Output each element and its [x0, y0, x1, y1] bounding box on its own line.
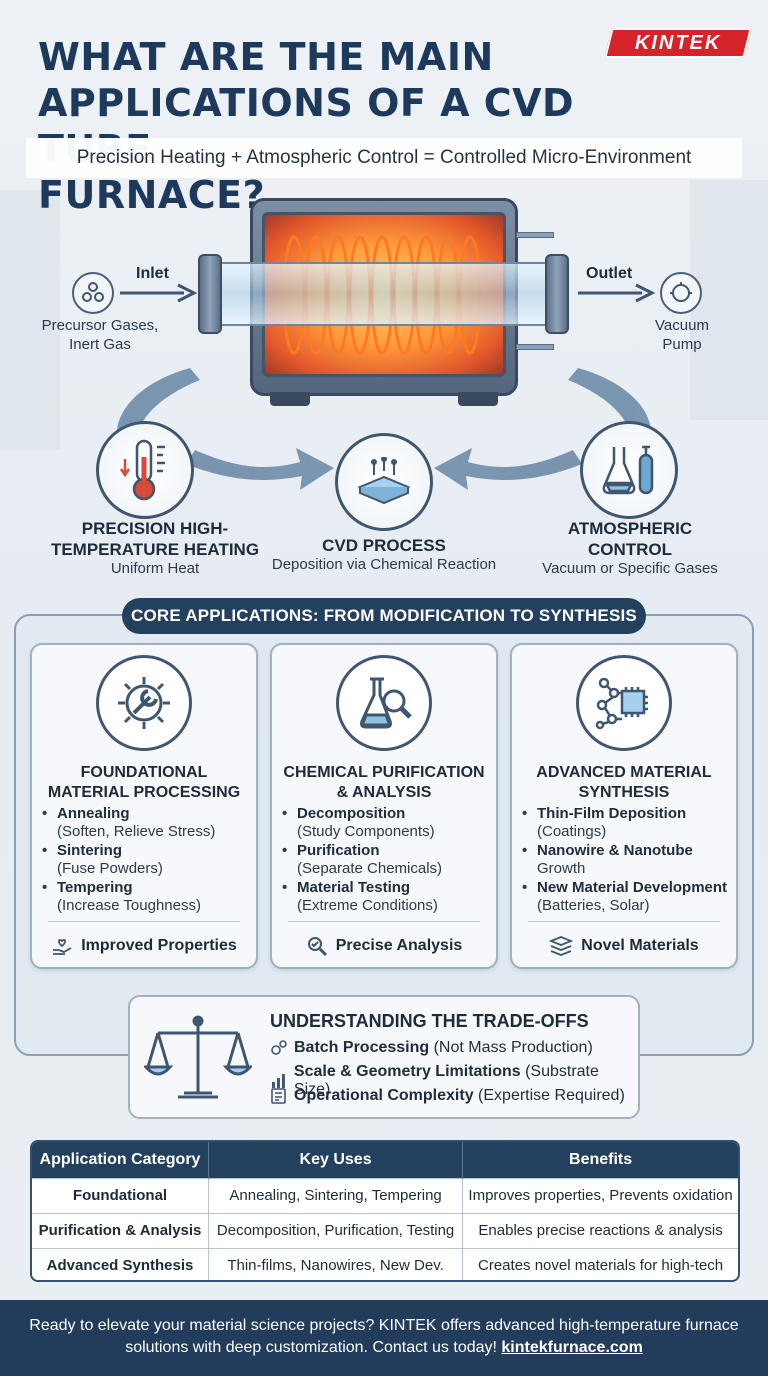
balance-scale-icon	[144, 1015, 252, 1099]
card-divider	[288, 921, 480, 922]
table-header: Key Uses	[208, 1142, 464, 1178]
table-cell: Purification & Analysis	[32, 1212, 209, 1248]
table-header-row: Application Category Key Uses Benefits	[32, 1142, 738, 1178]
core-applications-heading: CORE APPLICATIONS: FROM MODIFICATION TO …	[122, 598, 646, 634]
card-footer: Novel Materials	[512, 931, 736, 961]
list-item: Sintering(Fuse Powders)	[42, 842, 250, 878]
gas-inlet-icon	[72, 272, 114, 314]
summary-table: Application Category Key Uses Benefits F…	[30, 1140, 740, 1282]
subtitle: Precision Heating + Atmospheric Control …	[26, 138, 742, 178]
table-cell: Advanced Synthesis	[32, 1247, 209, 1280]
list-item: Purification(Separate Chemicals)	[282, 842, 490, 878]
bottom-pipe	[516, 344, 554, 350]
website-link[interactable]: kintekfurnace.com	[501, 1339, 643, 1356]
outlet-arrow	[578, 283, 656, 303]
card-footer: Improved Properties	[32, 931, 256, 961]
table-cell: Creates novel materials for high-tech	[462, 1247, 738, 1280]
tradeoff-row: Batch Processing (Not Mass Production)	[270, 1039, 593, 1057]
quartz-tube	[208, 262, 558, 326]
tradeoff-row: Scale & Geometry Limitations (Substrate …	[270, 1063, 638, 1099]
list-item: Thin-Film Deposition(Coatings)	[522, 805, 730, 841]
list-item: Annealing(Soften, Relieve Stress)	[42, 805, 250, 841]
node-title-heating: PRECISION HIGH- TEMPERATURE HEATING	[50, 519, 260, 559]
bar-chart-icon	[271, 1074, 285, 1088]
furnace-foot-right	[458, 392, 498, 406]
node-title-cvd: CVD PROCESS	[322, 536, 446, 555]
table-cell: Foundational	[32, 1177, 209, 1213]
tradeoff-detail: (Not Mass Production)	[429, 1039, 593, 1056]
card-item-list: Annealing(Soften, Relieve Stress) Sinter…	[42, 805, 250, 916]
card-footer-label: Novel Materials	[581, 937, 699, 954]
vacuum-pump-icon	[660, 272, 702, 314]
card-title: FOUNDATIONAL MATERIAL PROCESSING	[47, 764, 241, 801]
footer-cta: Ready to elevate your material science p…	[0, 1300, 768, 1376]
inlet-arrow	[120, 283, 198, 303]
flask-magnifier-icon	[336, 655, 432, 751]
table-row: Purification & Analysis Decomposition, P…	[32, 1212, 738, 1248]
card-footer-label: Improved Properties	[81, 937, 237, 954]
layers-icon	[549, 936, 574, 956]
table-header: Benefits	[462, 1142, 738, 1178]
table-cell: Decomposition, Purification, Testing	[208, 1212, 464, 1248]
list-item: Material Testing(Extreme Conditions)	[282, 879, 490, 915]
card-item-list: Thin-Film Deposition(Coatings) Nanowire …	[522, 805, 730, 916]
card-item-list: Decomposition(Study Components) Purifica…	[282, 805, 490, 916]
magnifier-icon	[307, 937, 327, 957]
tradeoffs-title: UNDERSTANDING THE TRADE-OFFS	[270, 1011, 589, 1031]
table-row: Advanced Synthesis Thin-films, Nanowires…	[32, 1247, 738, 1280]
inlet-description: Precursor Gases, Inert Gas	[41, 317, 159, 353]
table-cell: Annealing, Sintering, Tempering	[208, 1177, 464, 1213]
tradeoff-detail: (Expertise Required)	[473, 1087, 625, 1104]
table-cell: Improves properties, Prevents oxidation	[462, 1177, 738, 1213]
card-divider	[528, 921, 720, 922]
node-title-atmosphere: ATMOSPHERIC CONTROL	[567, 519, 693, 559]
card-footer: Precise Analysis	[272, 931, 496, 961]
table-header: Application Category	[32, 1142, 209, 1178]
tradeoffs-box: UNDERSTANDING THE TRADE-OFFS Batch Proce…	[128, 995, 640, 1119]
right-flange	[545, 254, 569, 334]
table-row: Foundational Annealing, Sintering, Tempe…	[32, 1177, 738, 1213]
node-sub-heating: Uniform Heat	[110, 560, 200, 577]
card-purification: CHEMICAL PURIFICATION & ANALYSIS Decompo…	[270, 643, 498, 969]
molecule-chip-icon	[576, 655, 672, 751]
tradeoff-bold: Batch Processing	[294, 1039, 430, 1056]
wafer-icon	[335, 433, 433, 531]
list-item: New Material Development(Batteries, Sola…	[522, 879, 730, 915]
tradeoff-row: Operational Complexity (Expertise Requir…	[270, 1087, 625, 1105]
page-title: WHAT ARE THE MAIN APPLICATIONS OF A CVD …	[38, 35, 575, 217]
top-pipe	[516, 232, 554, 238]
gears-icon	[271, 1040, 287, 1055]
node-sub-cvd: Deposition via Chemical Reaction	[271, 556, 497, 573]
background-shelf-right	[690, 180, 768, 420]
outlet-label: Outlet	[586, 265, 633, 282]
checklist-icon	[271, 1088, 286, 1104]
background-shelf-left	[0, 190, 60, 450]
card-footer-label: Precise Analysis	[335, 937, 463, 954]
list-item: Decomposition(Study Components)	[282, 805, 490, 841]
card-title: CHEMICAL PURIFICATION & ANALYSIS	[283, 764, 485, 801]
outlet-description: Vacuum Pump	[655, 317, 709, 353]
gear-wrench-icon	[96, 655, 192, 751]
thermometer-icon	[96, 421, 194, 519]
tradeoff-bold: Scale & Geometry Limitations	[293, 1063, 521, 1080]
card-title: ADVANCED MATERIAL SYNTHESIS	[536, 764, 712, 801]
table-cell: Enables precise reactions & analysis	[462, 1212, 738, 1248]
tradeoff-bold: Operational Complexity	[294, 1087, 474, 1104]
brand-name: KINTEK	[634, 31, 722, 54]
table-cell: Thin-films, Nanowires, New Dev.	[208, 1247, 464, 1280]
card-foundational: FOUNDATIONAL MATERIAL PROCESSING Anneali…	[30, 643, 258, 969]
list-item: Tempering(Increase Toughness)	[42, 879, 250, 915]
gas-cylinder-icon	[580, 421, 678, 519]
tradeoff-detail: (Substrate Size)	[293, 1063, 599, 1098]
card-advanced-synthesis: ADVANCED MATERIAL SYNTHESIS Thin-Film De…	[510, 643, 738, 969]
footer-text: Ready to elevate your material science p…	[29, 1317, 739, 1356]
furnace-foot-left	[270, 392, 310, 406]
node-sub-atmosphere: Vacuum or Specific Gases	[542, 560, 718, 577]
kintek-logo[interactable]: KINTEK	[604, 28, 752, 58]
left-flange	[198, 254, 222, 334]
inlet-label: Inlet	[136, 265, 169, 282]
card-divider	[48, 921, 240, 922]
heart-hand-icon	[53, 939, 72, 955]
